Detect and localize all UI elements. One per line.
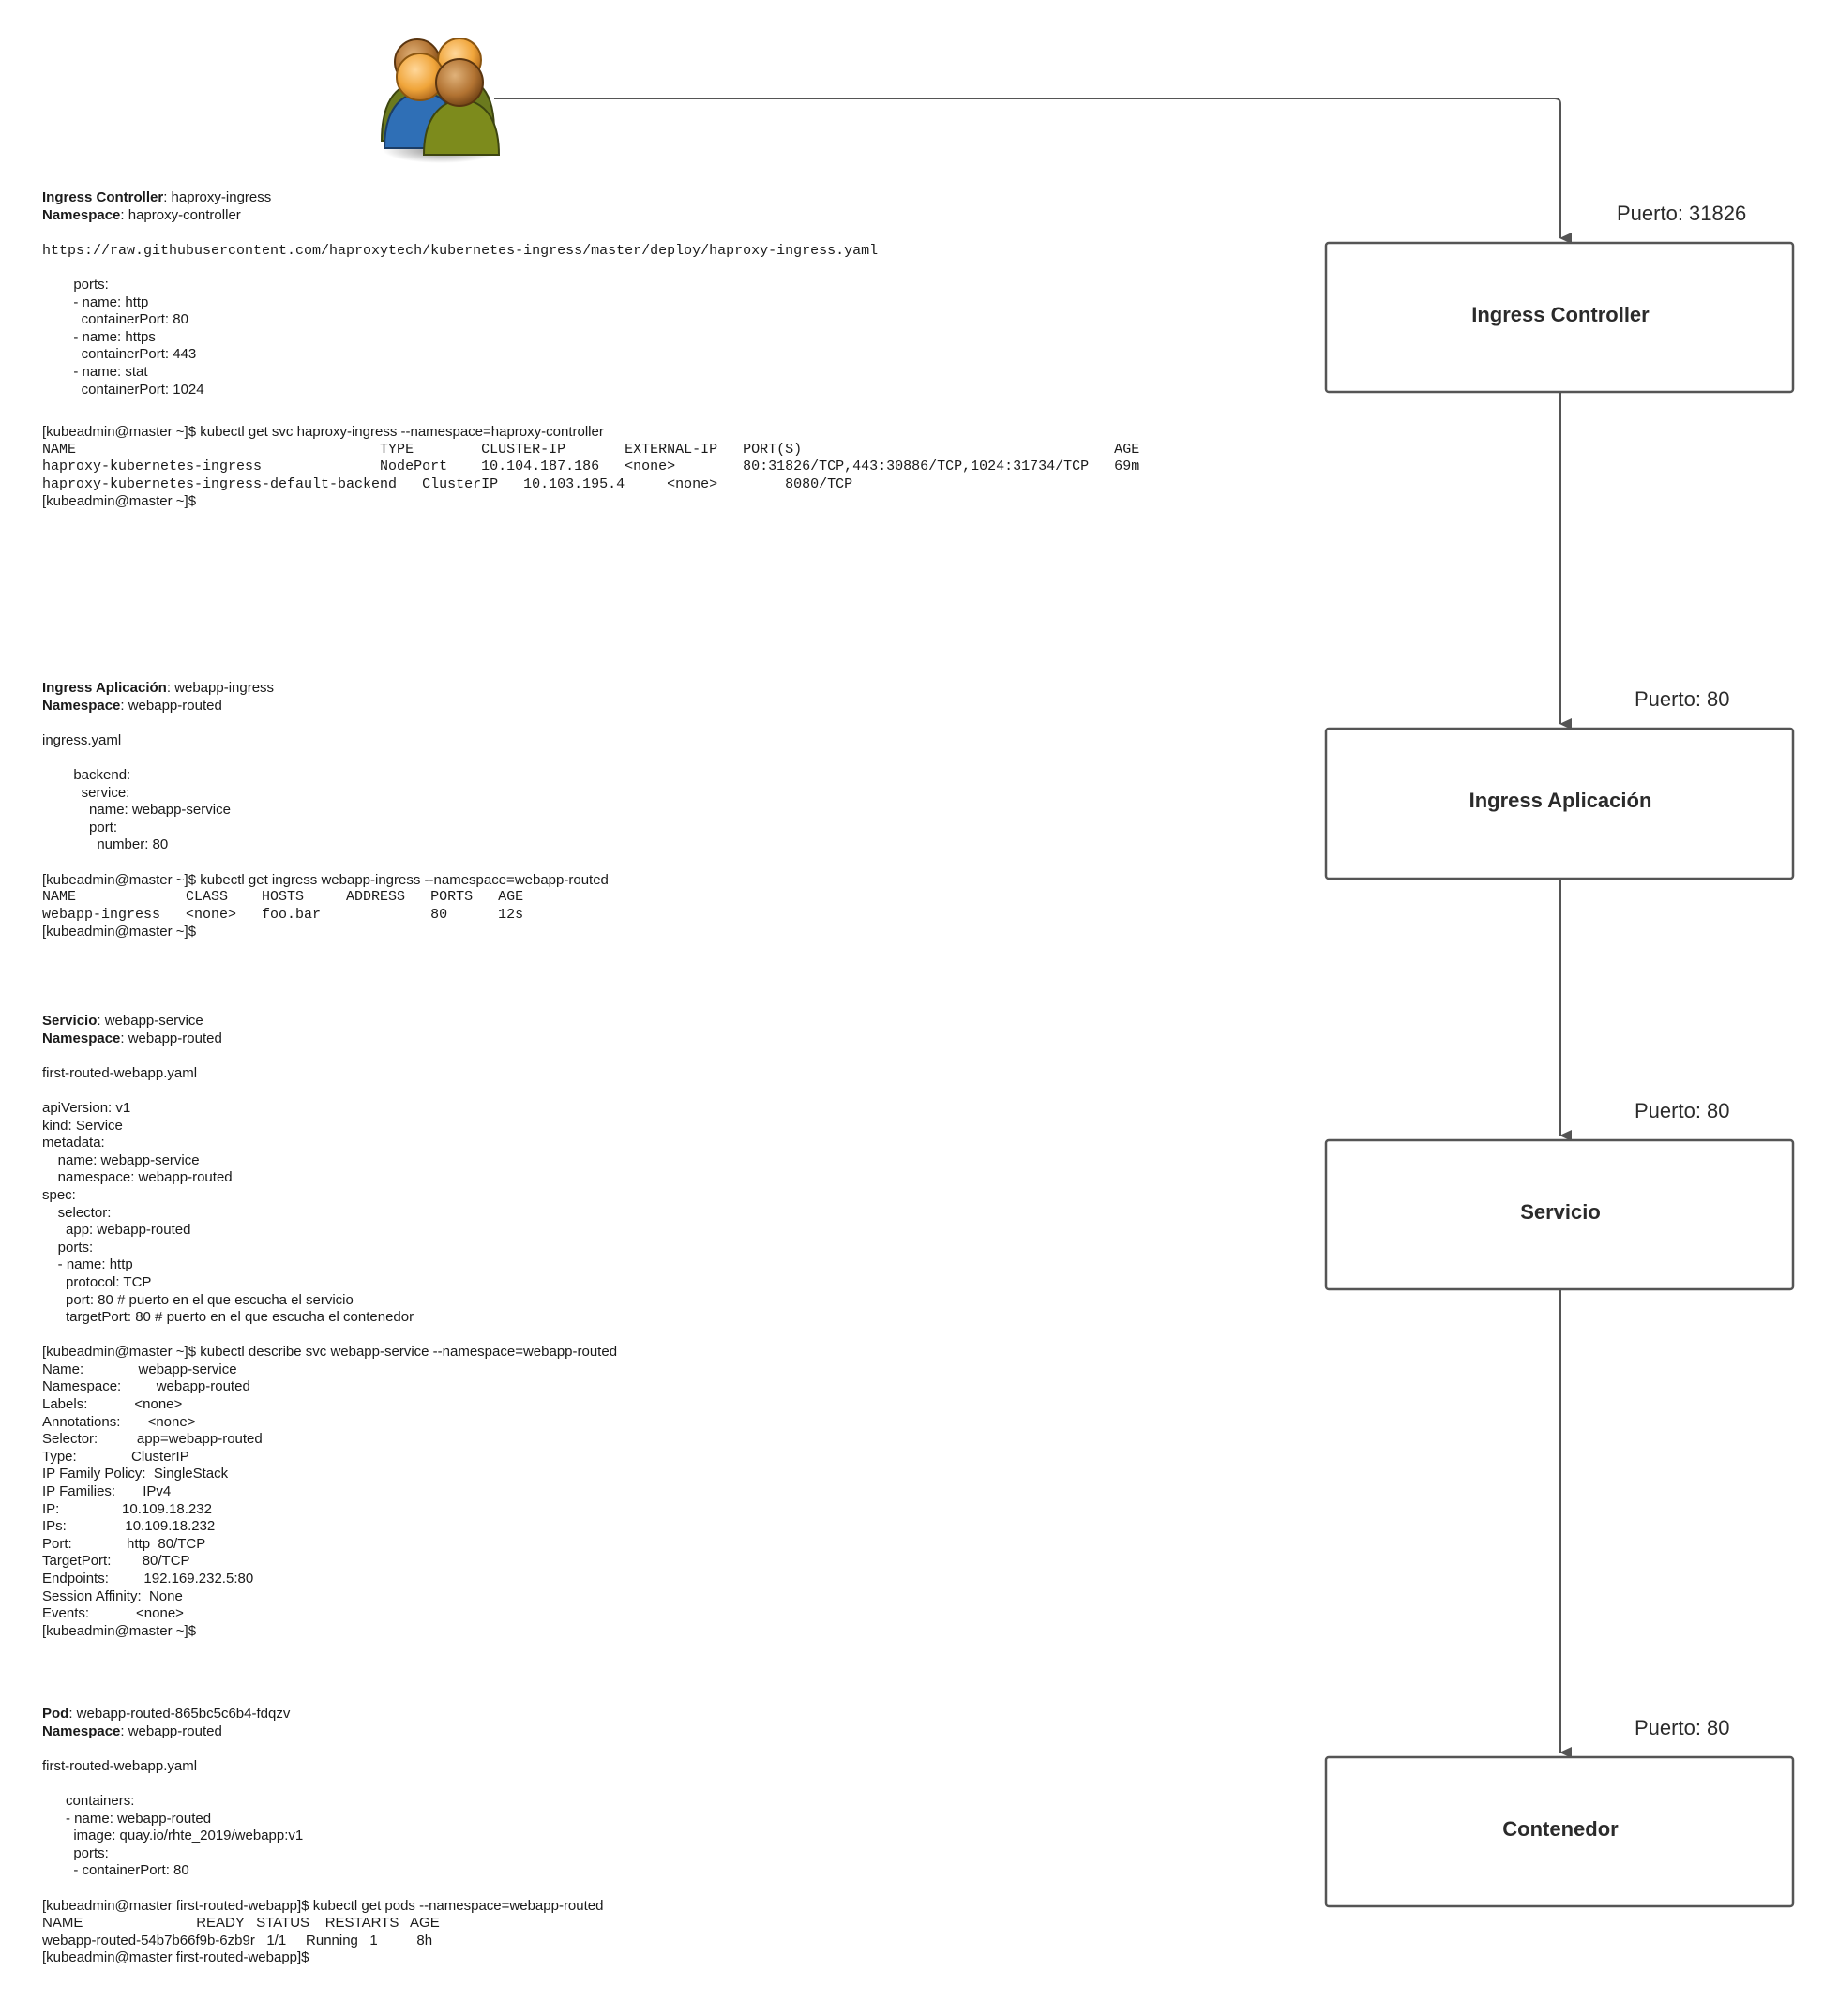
yaml-line: containerPort: 443	[42, 346, 197, 363]
service-section: Servicio: webapp-service Namespace: weba…	[42, 1013, 617, 1640]
terminal-prompt: [kubeadmin@master first-routed-webapp]$	[42, 1949, 309, 1966]
yaml-line: - name: stat	[42, 363, 148, 380]
ingress-file: ingress.yaml	[42, 731, 122, 748]
terminal-output-line: TargetPort: 80/TCP	[42, 1553, 190, 1570]
terminal-output-line: IP Family Policy: SingleStack	[42, 1466, 229, 1482]
terminal-prompt: [kubeadmin@master ~]$	[42, 493, 197, 510]
yaml-line: apiVersion: v1	[42, 1099, 131, 1116]
yaml-line: - containerPort: 80	[42, 1862, 189, 1879]
terminal-command: [kubeadmin@master first-routed-webapp]$ …	[42, 1897, 604, 1914]
terminal-output-line: webapp-ingress <none> foo.bar 80 12s	[42, 906, 524, 923]
yaml-line: image: quay.io/rhte_2019/webapp:v1	[42, 1828, 304, 1844]
pod-heading: Pod: webapp-routed-865bc5c6b4-fdqzv	[42, 1706, 291, 1722]
yaml-line: name: webapp-service	[42, 802, 231, 819]
yaml-line: service:	[42, 784, 130, 801]
yaml-line: app: webapp-routed	[42, 1222, 191, 1239]
yaml-line: ports:	[42, 277, 109, 293]
terminal-output-line: Annotations: <none>	[42, 1413, 196, 1430]
terminal-output-line: Name: webapp-service	[42, 1361, 237, 1377]
terminal-output-line: Port: http 80/TCP	[42, 1535, 206, 1552]
yaml-line: - name: https	[42, 328, 156, 345]
yaml-line: containerPort: 80	[42, 311, 188, 328]
yaml-line: kind: Service	[42, 1117, 123, 1134]
yaml-line: ports:	[42, 1844, 109, 1861]
terminal-output-line: Endpoints: 192.169.232.5:80	[42, 1571, 254, 1587]
terminal-output-line: haproxy-kubernetes-ingress NodePort 10.1…	[42, 459, 1140, 475]
yaml-line: spec:	[42, 1186, 76, 1203]
yaml-line: metadata:	[42, 1135, 105, 1151]
box-label: Ingress Aplicación	[1469, 789, 1652, 812]
controller-yaml: ports: - name: http containerPort: 80 - …	[42, 277, 204, 399]
terminal-output-line: Session Affinity: None	[42, 1587, 183, 1604]
box-label: Ingress Controller	[1471, 303, 1650, 326]
yaml-line: protocol: TCP	[42, 1273, 152, 1290]
yaml-line: - name: http	[42, 293, 149, 310]
yaml-line: namespace: webapp-routed	[42, 1169, 233, 1186]
connector-users-to-controller	[494, 98, 1572, 244]
terminal-prompt: [kubeadmin@master ~]$	[42, 924, 197, 940]
port-label: Puerto: 80	[1635, 687, 1730, 711]
box-servicio: Servicio Puerto: 80	[1324, 1099, 1795, 1291]
ingress-heading: Ingress Aplicación: webapp-ingress	[42, 680, 275, 696]
yaml-line: containers:	[42, 1792, 135, 1809]
terminal-output-line: IPs: 10.109.18.232	[42, 1518, 216, 1535]
yaml-line: containerPort: 1024	[42, 381, 204, 398]
yaml-line: ports:	[42, 1239, 94, 1256]
port-label: Puerto: 80	[1635, 1716, 1730, 1739]
controller-namespace: Namespace: haproxy-controller	[42, 206, 241, 223]
yaml-line: number: 80	[42, 836, 169, 853]
yaml-line: name: webapp-service	[42, 1151, 200, 1168]
terminal-prompt: [kubeadmin@master ~]$	[42, 1622, 197, 1639]
terminal-command: [kubeadmin@master ~]$ kubectl describe s…	[42, 1344, 618, 1361]
pod-namespace: Namespace: webapp-routed	[42, 1723, 222, 1739]
terminal-command: [kubeadmin@master ~]$ kubectl get ingres…	[42, 871, 609, 888]
yaml-line: port: 80 # puerto en el que escucha el s…	[42, 1291, 354, 1308]
port-label: Puerto: 80	[1635, 1099, 1730, 1122]
terminal-output-line: NAME READY STATUS RESTARTS AGE	[42, 1915, 440, 1932]
terminal-output-line: Events: <none>	[42, 1605, 184, 1622]
users-group-icon	[380, 38, 501, 163]
pod-section: Pod: webapp-routed-865bc5c6b4-fdqzv Name…	[42, 1706, 603, 1967]
pod-file: first-routed-webapp.yaml	[42, 1757, 198, 1774]
yaml-line: selector:	[42, 1204, 112, 1221]
pod-yaml: containers: - name: webapp-routed image:…	[42, 1793, 603, 1880]
yaml-line: backend:	[42, 766, 131, 783]
terminal-output-line: Namespace: webapp-routed	[42, 1378, 250, 1395]
terminal-output-line: IP: 10.109.18.232	[42, 1500, 212, 1517]
ingress-yaml: backend: service: name: webapp-service p…	[42, 767, 609, 854]
terminal-output-line: Type: ClusterIP	[42, 1448, 189, 1465]
terminal-output-line: NAME TYPE CLUSTER-IP EXTERNAL-IP PORT(S)…	[42, 441, 1140, 458]
terminal-output-line: webapp-routed-54b7b66f9b-6zb9r 1/1 Runni…	[42, 1932, 433, 1948]
yaml-line: - name: webapp-routed	[42, 1810, 212, 1827]
service-namespace: Namespace: webapp-routed	[42, 1030, 222, 1046]
box-label: Servicio	[1520, 1200, 1601, 1224]
box-ingress-aplicacion: Ingress Aplicación Puerto: 80	[1324, 687, 1795, 880]
terminal-command: [kubeadmin@master ~]$ kubectl get svc ha…	[42, 424, 604, 440]
service-file: first-routed-webapp.yaml	[42, 1064, 198, 1081]
box-label: Contenedor	[1502, 1817, 1619, 1841]
controller-terminal: [kubeadmin@master ~]$ kubectl get svc ha…	[42, 424, 1139, 511]
controller-url: https://raw.githubusercontent.com/haprox…	[42, 243, 879, 259]
yaml-line: targetPort: 80 # puerto en el que escuch…	[42, 1309, 414, 1326]
ingress-namespace: Namespace: webapp-routed	[42, 697, 222, 714]
terminal-output-line: IP Families: IPv4	[42, 1483, 172, 1500]
box-ingress-controller: Ingress Controller Puerto: 31826	[1324, 202, 1795, 394]
terminal-output-line: NAME CLASS HOSTS ADDRESS PORTS AGE	[42, 889, 524, 906]
ingress-section: Ingress Aplicación: webapp-ingress Names…	[42, 680, 609, 941]
terminal-output-line: Labels: <none>	[42, 1396, 183, 1413]
service-heading: Servicio: webapp-service	[42, 1013, 203, 1029]
port-label: Puerto: 31826	[1617, 202, 1746, 225]
yaml-line: port:	[42, 819, 118, 835]
controller-section: Ingress Controller: haproxy-ingress Name…	[42, 189, 271, 224]
yaml-line: - name: http	[42, 1256, 133, 1273]
terminal-output-line: Selector: app=webapp-routed	[42, 1431, 263, 1448]
terminal-output-line: haproxy-kubernetes-ingress-default-backe…	[42, 475, 853, 492]
controller-heading: Ingress Controller: haproxy-ingress	[42, 189, 272, 205]
box-contenedor: Contenedor Puerto: 80	[1324, 1716, 1795, 1908]
